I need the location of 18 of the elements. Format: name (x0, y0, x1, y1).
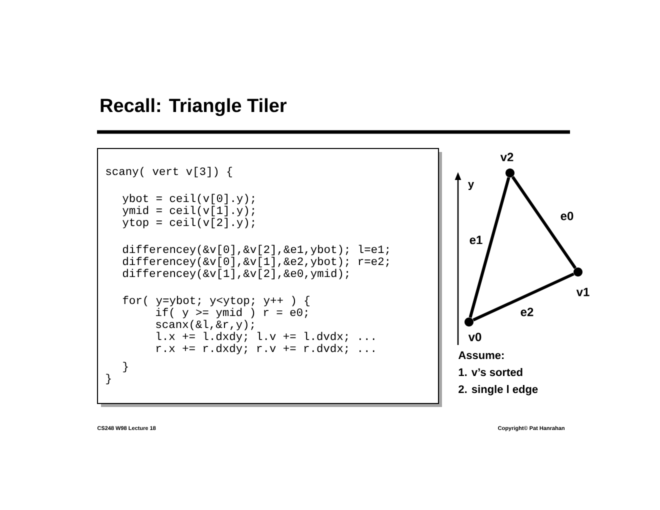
note-line: 1. v’s sorted (458, 368, 522, 376)
triangle-edge (468, 177, 510, 318)
axis-label: y (468, 182, 474, 190)
node-label: v2 (500, 152, 514, 162)
note-heading: Assume: (458, 351, 504, 360)
triangle-edge (472, 272, 574, 322)
edge-label: e0 (559, 210, 575, 222)
code-box: scany( vert v[3]) { ybot = ceil(v[0].y); ymid = ceil(v[1].y); ytop = ceil(v[2].y); differencey(&v[0],&v[2],&e1,ybot); l=e1; differencey(&v[0],&v[1],&e2,ybot); r=e2; differencey(&v[1],&v[2],&e0,ymid); for( y=ybot; y<ytop; y++ ) { if( y >= ymid ) r = e0; scanx(&l,&r,y); l.x += l.dxdy; l.v += l.dvdx; ... r.x += r.dxdy; r.v += r.dvdx; ... } } (97, 148, 442, 407)
title: Recall: Triangle Tiler (100, 98, 287, 116)
vertex-point: v0 (464, 318, 482, 342)
edge-label: e1 (468, 234, 484, 246)
note-line: 2. single l edge (458, 385, 538, 396)
triangle-edge (511, 176, 577, 269)
node-label: v1 (576, 288, 590, 296)
vertex-point: v2 (500, 152, 514, 178)
vertex-point: v1 (574, 267, 590, 296)
edge-label: e2 (519, 306, 535, 318)
node-label: v0 (468, 332, 482, 342)
